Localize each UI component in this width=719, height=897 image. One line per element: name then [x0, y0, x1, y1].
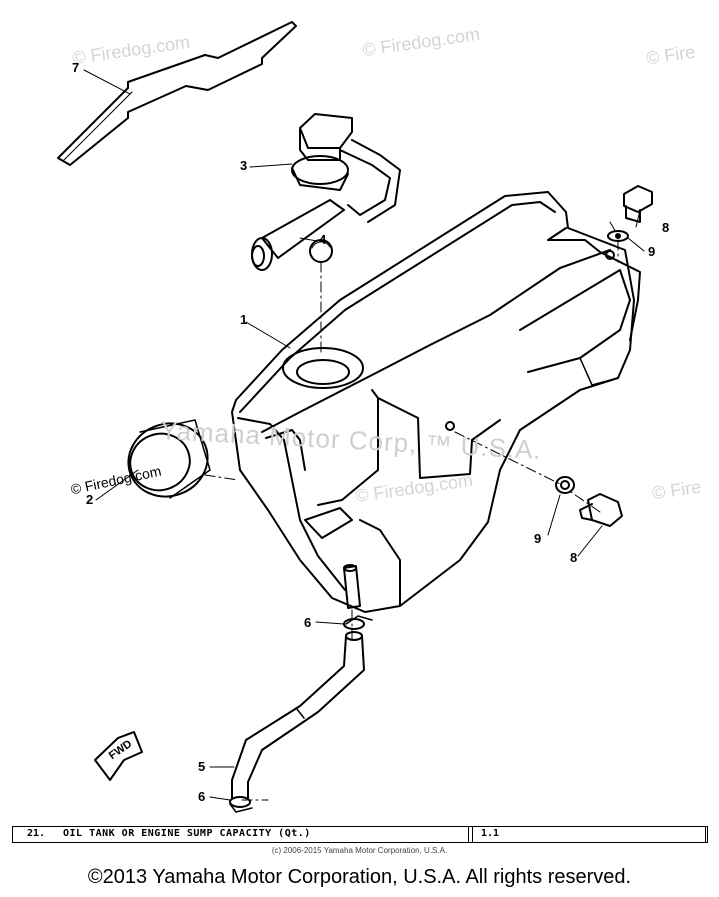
callout-8-lower: 8 — [570, 550, 578, 565]
callout-3: 3 — [240, 158, 248, 173]
callout-6-lower: 6 — [198, 789, 206, 804]
part-6-lower-clip — [229, 796, 253, 813]
callout-5: 5 — [198, 759, 206, 774]
spec-value: 1.1 — [481, 828, 500, 839]
part-8-9-lower-bolt — [555, 476, 623, 527]
callout-6-upper: 6 — [304, 615, 312, 630]
part-8-9-upper-bolt — [607, 185, 653, 242]
callout-2: 2 — [86, 492, 94, 507]
fwd-arrow-marker — [94, 731, 143, 781]
part-6-upper-clip — [343, 615, 373, 630]
part-7-strip — [57, 21, 297, 166]
spec-number: 21. — [27, 828, 46, 839]
callout-1: 1 — [240, 312, 248, 327]
leader-lines — [83, 69, 645, 801]
spec-table-row: 21. OIL TANK OR ENGINE SUMP CAPACITY (Qt… — [12, 826, 708, 843]
copyright-footer: ©2013 Yamaha Motor Corporation, U.S.A. A… — [87, 866, 632, 888]
callout-9-upper: 9 — [648, 244, 656, 259]
spec-divider-end — [705, 827, 706, 842]
part-3-filler-cap — [291, 113, 401, 223]
callout-4: 4 — [319, 232, 327, 247]
part-1-oil-tank — [231, 191, 641, 613]
assembly-lines — [204, 221, 619, 801]
part-5-hose — [231, 631, 365, 799]
callout-7: 7 — [72, 60, 80, 75]
part-2-grommet — [127, 419, 211, 499]
callout-9-lower: 9 — [534, 531, 542, 546]
part-4-connector — [251, 199, 345, 271]
spec-divider — [468, 827, 473, 842]
small-copyright: (c) 2006-2015 Yamaha Motor Corporation, … — [271, 846, 448, 855]
spec-label: OIL TANK OR ENGINE SUMP CAPACITY (Qt.) — [63, 828, 311, 839]
callout-8-upper: 8 — [662, 220, 670, 235]
